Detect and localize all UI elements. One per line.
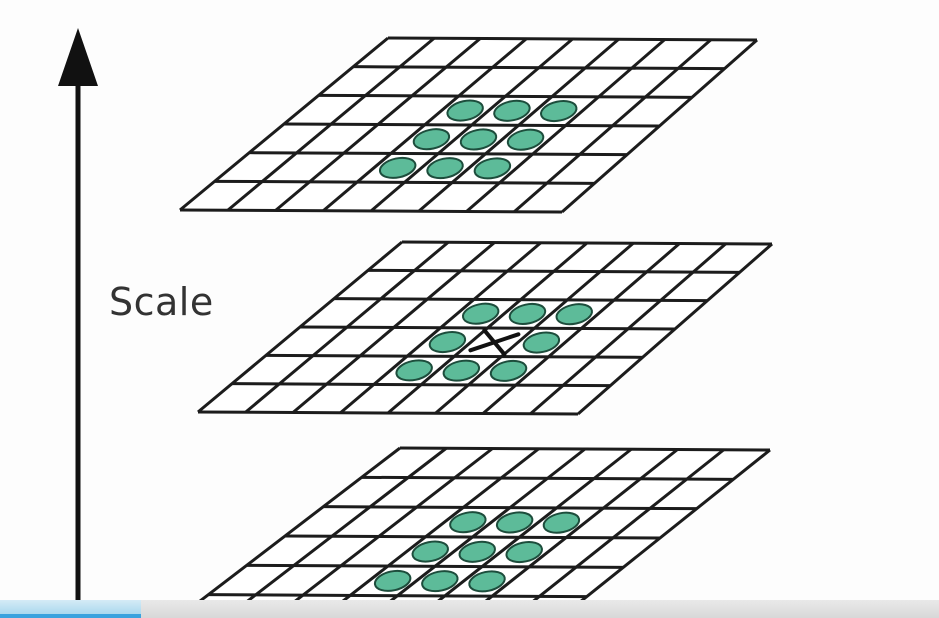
neighbor-sample-marker [411,540,449,563]
neighbor-sample-marker [468,570,506,593]
neighbor-sample-marker [428,331,467,354]
grid-col-line [417,38,620,213]
grid-col-line [322,37,528,212]
video-progress-bar[interactable] [0,600,939,618]
grid-col-line [370,37,574,213]
grid-layer-lower [175,446,771,618]
neighbor-sample-marker [378,156,417,179]
neighbor-sample-marker [421,570,459,593]
neighbor-sample-marker [373,569,412,592]
grid-col-line [292,241,496,414]
grid-col-line [179,36,389,212]
grid-col-line [482,242,681,415]
grid-col-line [366,447,586,618]
center-x-marker [468,328,521,357]
grid-col-line [339,241,542,414]
neighbor-sample-marker [412,128,451,151]
grid-col-line [387,241,588,415]
grid-col-line [226,37,436,212]
neighbor-sample-marker [540,100,578,123]
neighbor-sample-marker [449,511,487,534]
grid-col-line [274,37,482,212]
neighbor-sample-marker [461,302,500,325]
neighbor-sample-marker [395,359,433,382]
grid-col-line [462,448,679,618]
grid-col-line [509,448,725,618]
grid-col-line [434,242,635,415]
neighbor-sample-marker [542,511,581,534]
video-progress-line [0,614,141,618]
neighbor-sample-marker [555,303,593,326]
grid-plane [177,448,770,618]
grid-layer-upper [179,36,758,214]
neighbor-sample-marker [508,302,547,325]
grid-col-line [414,448,633,618]
grid-col-line [465,38,666,213]
neighbor-sample-marker [459,128,498,151]
scale-axis-arrowhead [58,28,98,86]
grid-col-line [244,241,450,414]
grid-col-line [577,242,773,416]
grid-col-line [175,446,401,618]
scale-axis-label: Scale [109,280,214,324]
grid-col-line [318,447,540,618]
neighbor-sample-marker [522,331,561,354]
grid-col-line [513,38,712,213]
neighbor-sample-marker [505,541,543,564]
neighbor-sample-marker [495,511,534,534]
video-progress-fill [0,600,141,618]
neighbor-sample-marker [446,99,484,122]
grid-col-line [557,448,771,618]
neighbor-sample-marker [442,359,481,382]
neighbor-sample-marker [493,99,531,122]
neighbor-sample-marker [489,359,528,382]
neighbor-sample-marker [473,157,512,180]
neighbor-sample-marker [506,128,545,151]
grid-col-line [529,242,727,415]
grid-col-line [270,447,494,618]
grid-col-line [561,38,758,214]
grid-col-line [197,240,403,414]
grid-layer-middle [197,240,773,416]
neighbor-sample-marker [458,540,496,563]
grid-col-line [223,447,448,618]
neighbor-sample-marker [426,157,464,180]
